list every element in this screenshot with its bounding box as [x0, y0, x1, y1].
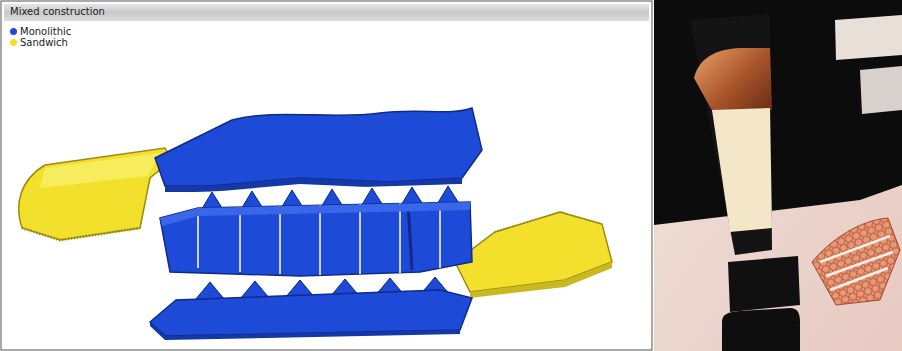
monolithic-bottom-skin	[150, 290, 472, 336]
honeycomb-septum	[820, 236, 893, 290]
skin-edge	[150, 322, 460, 340]
sandwich-edge	[22, 228, 140, 240]
panel-dark	[690, 14, 772, 255]
sandwich-highlight	[40, 153, 160, 188]
spar-highlight	[160, 202, 470, 226]
legend-swatch	[10, 39, 17, 46]
legend-label: Sandwich	[20, 37, 68, 48]
panel-core	[712, 108, 772, 232]
monolithic-top-skin	[155, 108, 482, 186]
sandwich-leading-edge	[19, 148, 172, 240]
photo-background	[654, 0, 902, 351]
sandwich-trailing-edge	[455, 212, 612, 292]
sandwich-edge	[495, 212, 602, 232]
spar-web	[408, 203, 412, 270]
panel-light	[860, 66, 902, 114]
monolithic-spar-box	[160, 202, 472, 276]
legend-row: Monolithic	[10, 26, 71, 37]
legend-row: Sandwich	[10, 37, 68, 48]
legend-label: Monolithic	[20, 26, 71, 37]
honeycomb-panel	[812, 218, 900, 305]
photo-dark-area	[654, 0, 902, 225]
header-bar	[4, 4, 649, 21]
panel-light	[835, 15, 902, 60]
panel-frame	[1, 1, 652, 350]
legend-swatch	[10, 28, 17, 35]
panel-black	[722, 308, 800, 351]
header-title: Mixed construction	[10, 6, 105, 17]
sandwich-edge	[470, 262, 612, 298]
panel-black	[728, 256, 800, 312]
